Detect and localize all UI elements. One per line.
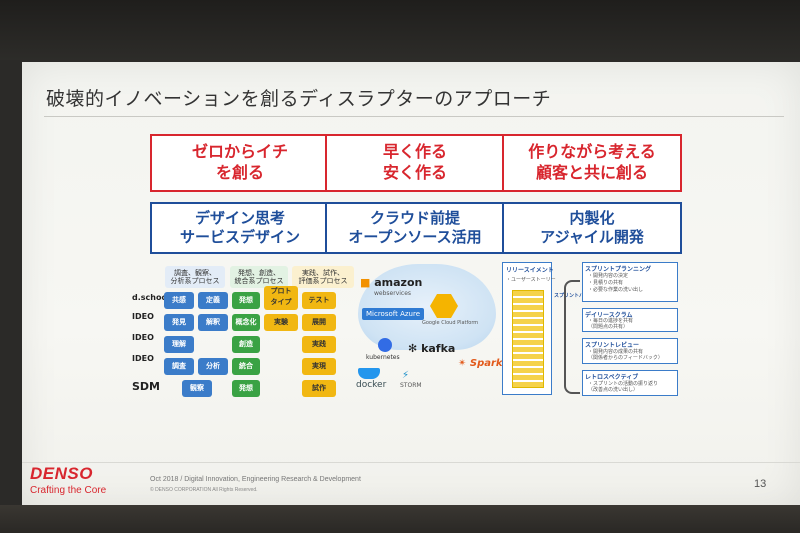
chip-idea: 発想: [232, 380, 260, 397]
retrospective-label: レトロスペクティブ: [585, 374, 639, 381]
room-ceiling: [0, 0, 800, 60]
red-box-label: 作りながら考える 顧客と共に創る: [528, 142, 656, 182]
sprint-planning-label: スプリントプランニング: [585, 266, 652, 273]
blue-box-label: クラウド前提 オープンソース活用: [348, 208, 482, 247]
amazon-logo: ■ amazon: [360, 276, 422, 289]
red-box-fast-cheap: 早く作る 安く作る: [325, 134, 505, 192]
release-plan-title: リリースイメント: [506, 267, 554, 274]
amazon-icon: ■: [360, 276, 371, 289]
release-plan-sub: ・ユーザーストーリー: [506, 277, 556, 283]
azure-logo: Microsoft Azure: [362, 308, 425, 320]
blue-box-label: 内製化 アジャイル開発: [540, 208, 644, 247]
red-box-label: ゼロからイチ を創る: [191, 142, 288, 182]
chip-analyze: 分析: [198, 358, 228, 375]
footer-text: Oct 2018 / Digital Innovation, Engineeri…: [150, 476, 361, 483]
cloud-shape: [358, 264, 496, 350]
logo-sdm: SDM: [132, 380, 160, 393]
red-box-co-create: 作りながら考える 顧客と共に創る: [502, 134, 682, 192]
logo-dschool: d.school: [132, 293, 170, 302]
sprint-review-text: ・開発内容の成果の共有 （関係者からのフィードバック）: [588, 349, 663, 361]
chip-realize: 実現: [302, 358, 336, 375]
chip-trial: 試作: [302, 380, 336, 397]
spark-star-icon: ✴: [458, 358, 467, 369]
logo-ideo-2: IDEO: [132, 333, 154, 342]
red-box-label: 早く作る 安く作る: [382, 142, 447, 182]
user-story-bars: [512, 290, 544, 388]
daily-scrum-box: [582, 308, 678, 332]
docker-label: docker: [356, 380, 387, 390]
chip-discovery: 発見: [164, 314, 194, 331]
logo-ideo-1: IDEO: [132, 312, 154, 321]
spark-label: Spark: [469, 358, 503, 369]
presentation-slide: 破壊的イノベーションを創るディスラプターのアプローチ ゼロからイチ を創る 早く…: [22, 62, 800, 508]
chip-practice: 実践: [302, 336, 336, 353]
daily-scrum-text: ・毎日の進捗を共有 （問題点の共有）: [588, 318, 634, 330]
slide-title: 破壊的イノベーションを創るディスラプターのアプローチ: [46, 88, 552, 110]
sprint-review-box: [582, 338, 678, 364]
daily-scrum-label: デイリースクラム: [585, 312, 633, 319]
chip-conceptualize: 概念化: [232, 314, 260, 331]
dt-header-ideation: 発想、創造、 統合系プロセス: [230, 266, 288, 288]
docker-whale-icon: [358, 368, 380, 379]
title-divider: [44, 116, 784, 117]
spark-logo: ✴ Spark: [458, 358, 503, 369]
kafka-icon: ✻: [408, 342, 418, 355]
chip-experiment: 実験: [264, 314, 298, 331]
red-box-zero-to-one: ゼロからイチ を創る: [150, 134, 330, 192]
blue-box-agile: 内製化 アジャイル開発: [502, 202, 682, 254]
chip-ideate: 発想: [232, 292, 260, 309]
sprint-backlog-label: スプリントバックログ: [554, 293, 605, 299]
chip-empathize: 共感: [164, 292, 194, 309]
chip-define: 定義: [198, 292, 228, 309]
kubernetes-icon: [378, 338, 392, 352]
blue-box-design-thinking: デザイン思考 サービスデザイン: [150, 202, 330, 254]
room-floor: [0, 505, 800, 533]
storm-icon: ⚡: [402, 370, 410, 381]
retrospective-text: ・スプリントの活動の振り返り （改善点の洗い出し）: [588, 381, 659, 393]
chip-understand: 理解: [164, 336, 194, 353]
sprint-planning-text: ・開発内容の決定 ・見積りの共有 ・必要な作業の洗い出し: [588, 273, 644, 293]
denso-logo: DENSO: [30, 464, 93, 483]
chip-create: 創造: [232, 336, 260, 353]
page-number: 13: [754, 478, 767, 490]
chip-test: テスト: [302, 292, 336, 309]
sprint-planning-box: [582, 262, 678, 302]
kafka-label: kafka: [421, 342, 456, 355]
gcp-label: Google Cloud Platform: [422, 320, 479, 326]
dt-header-practice: 実践、試作、 評価系プロセス: [292, 266, 354, 288]
sprint-review-label: スプリントレビュー: [585, 342, 640, 349]
chip-observe: 観察: [182, 380, 212, 397]
dt-header-research: 調査、観察、 分析系プロセス: [165, 266, 225, 288]
sprint-cycle-arrow: [564, 280, 580, 394]
brand-tagline: Crafting the Core: [30, 485, 107, 496]
chip-integrate: 統合: [232, 358, 260, 375]
storm-label: STORM: [400, 382, 422, 389]
logo-ideo-3: IDEO: [132, 354, 154, 363]
amazon-label: amazon: [374, 276, 423, 289]
chip-interpret: 解釈: [198, 314, 228, 331]
copyright: © DENSO CORPORATION All Rights Reserved.: [150, 487, 258, 493]
aws-sub-label: webservices: [374, 290, 412, 297]
blue-box-label: デザイン思考 サービスデザイン: [179, 208, 300, 247]
footer-divider: [22, 462, 800, 463]
chip-deploy: 展開: [302, 314, 336, 331]
kafka-logo: ✻ kafka: [408, 342, 455, 355]
chip-research: 調査: [164, 358, 194, 375]
chip-prototype: プロト タイプ: [264, 286, 298, 310]
retrospective-box: [582, 370, 678, 396]
blue-box-cloud: クラウド前提 オープンソース活用: [325, 202, 505, 254]
kubernetes-label: kubernetes: [366, 354, 400, 361]
